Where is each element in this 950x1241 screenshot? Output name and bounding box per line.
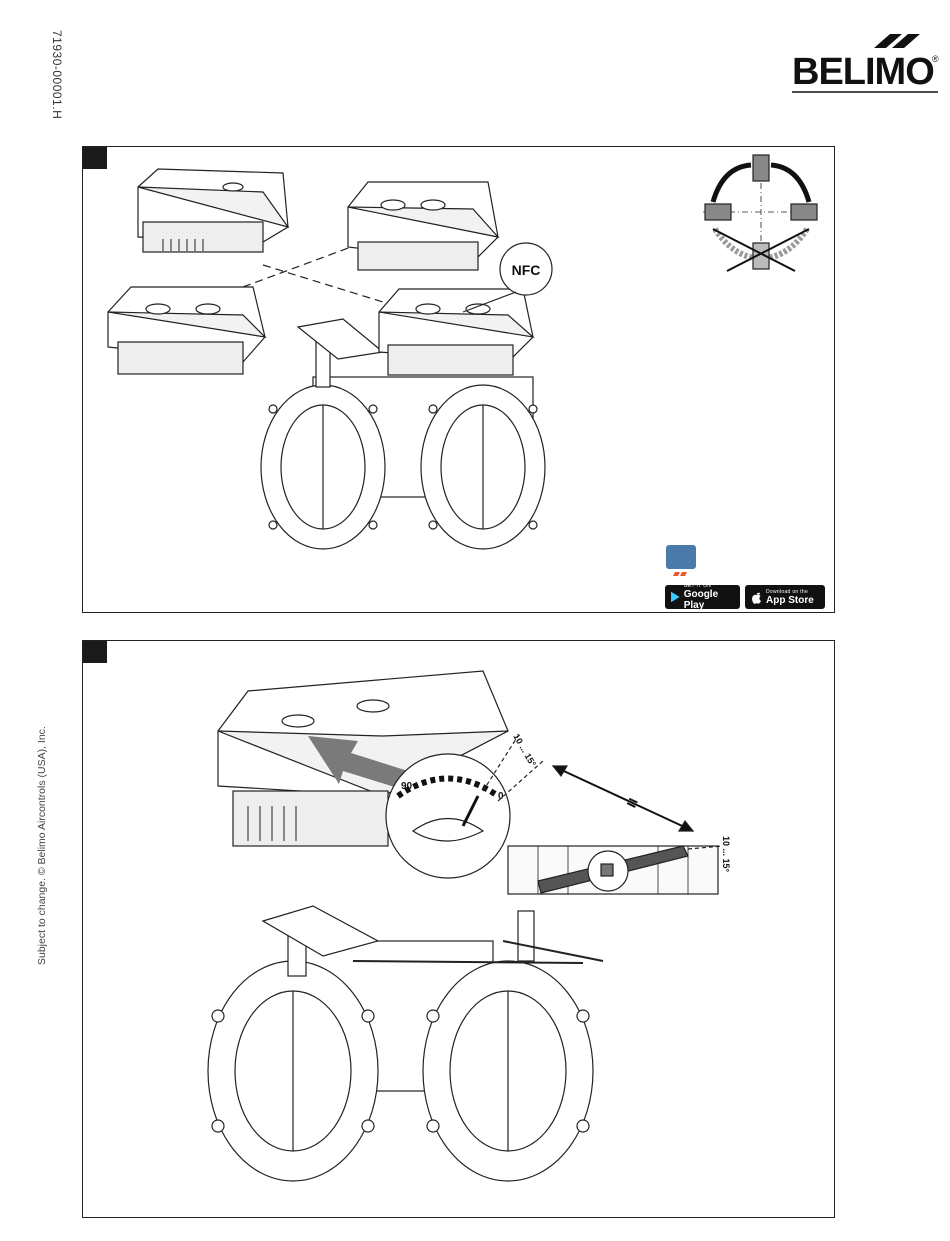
app-store-button[interactable]: Download on the App Store (745, 585, 825, 609)
apple-icon (751, 591, 762, 604)
equals-sign: = (623, 791, 641, 814)
actuator-top-left (138, 169, 288, 252)
svg-text:®: ® (932, 54, 939, 64)
scale-label-90: 90 (401, 781, 413, 792)
copyright-note: Subject to change. © Belimo Aircontrols … (36, 726, 48, 965)
angle-label-right: 10 ... 15° (721, 836, 731, 873)
orientation-diagram (703, 155, 817, 271)
zoom-circle (386, 754, 510, 878)
scale-label-0: 0 (498, 791, 504, 802)
actuator-orientation-illustration: NFC (83, 147, 834, 612)
google-play-big: Google Play (684, 589, 734, 611)
step-panel-1: NFC GET IT ON Google Play Download on th… (82, 146, 835, 613)
google-play-button[interactable]: GET IT ON Google Play (665, 585, 740, 609)
step-panel-2: 10 ... 15° 90 0 = 10 ... 15° (82, 640, 835, 1218)
position-indicator-illustration: 10 ... 15° 90 0 = 10 ... 15° (83, 641, 834, 1217)
app-store-big: App Store (766, 595, 814, 606)
actuator-top-right (348, 182, 498, 270)
nfc-phone-app-icon[interactable] (666, 545, 696, 569)
belimo-logo: BELIMO ® (790, 34, 940, 96)
butterfly-valve-pair (208, 906, 603, 1181)
document-code: 71930-00001.H (50, 30, 64, 119)
svg-text:BELIMO: BELIMO (792, 51, 934, 93)
nfc-label: NFC (512, 262, 541, 278)
actuator-mounted (379, 289, 533, 375)
app-store-small: Download on the (766, 589, 814, 595)
actuator-left (108, 287, 265, 374)
google-play-icon (671, 591, 680, 603)
angle-label-top: 10 ... 15° (511, 732, 538, 769)
brand-stripe-icon (673, 572, 689, 576)
